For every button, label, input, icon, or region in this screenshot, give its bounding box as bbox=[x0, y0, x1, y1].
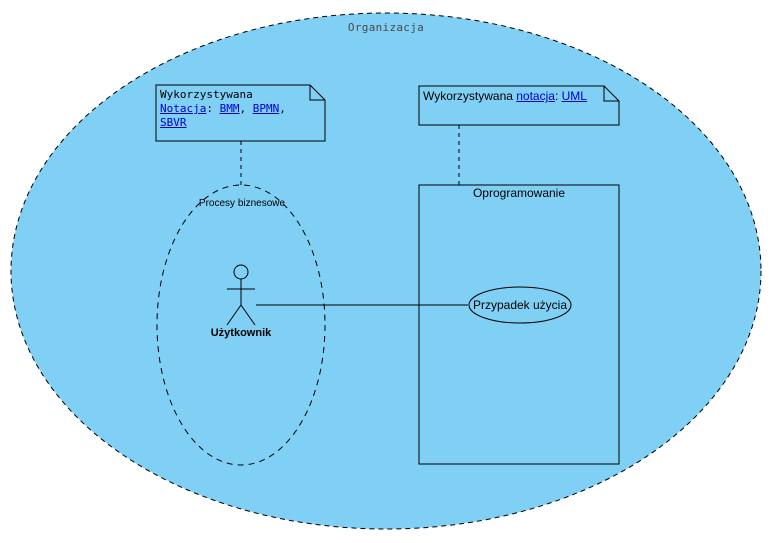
link-uml[interactable]: UML bbox=[561, 89, 587, 103]
note-business-line-1: Wykorzystywana bbox=[160, 88, 253, 101]
use-case-label: Przypadek użycia bbox=[472, 298, 568, 312]
note-business-sep2: , bbox=[239, 102, 253, 115]
organization-label: Organizacja bbox=[347, 21, 425, 34]
note-software-sep: : bbox=[554, 89, 562, 103]
note-business-line-2: Notacja: BMM, BPMN, bbox=[160, 102, 310, 116]
actor-leg-right bbox=[240, 304, 256, 326]
actor-head bbox=[233, 264, 249, 280]
note-business-sep1: : bbox=[206, 102, 220, 115]
note-business-shape[interactable] bbox=[155, 84, 326, 142]
note-software: Wykorzystywana notacja: UML bbox=[423, 89, 613, 103]
link-sbvr[interactable]: SBVR bbox=[160, 116, 187, 129]
business-processes-label: Procesy biznesowe bbox=[198, 198, 286, 209]
use-case-ellipse[interactable] bbox=[468, 286, 572, 324]
business-processes-ellipse[interactable] bbox=[156, 184, 326, 466]
actor-leg-left bbox=[226, 304, 242, 326]
link-bmm[interactable]: BMM bbox=[219, 102, 240, 115]
organization-ellipse[interactable] bbox=[10, 12, 762, 530]
link-notacja-uml[interactable]: notacja bbox=[516, 89, 555, 103]
note-software-shape[interactable] bbox=[418, 85, 620, 126]
actor-label: Użytkownik bbox=[210, 327, 272, 339]
note-software-prefix: Wykorzystywana bbox=[423, 89, 517, 103]
note-business-fold bbox=[309, 85, 325, 101]
note-software-fold bbox=[603, 86, 619, 102]
software-system-label: Oprogramowanie bbox=[472, 186, 566, 200]
note-business: Wykorzystywana Notacja: BMM, BPMN, SBVR bbox=[160, 88, 310, 130]
link-notacja[interactable]: Notacja bbox=[160, 102, 207, 115]
link-bpmn[interactable]: BPMN bbox=[252, 102, 280, 115]
software-system-boundary[interactable] bbox=[418, 184, 620, 465]
actor-figure[interactable] bbox=[226, 264, 256, 326]
note-business-line-3: SBVR bbox=[160, 116, 310, 130]
note-business-sep3: , bbox=[279, 102, 286, 115]
